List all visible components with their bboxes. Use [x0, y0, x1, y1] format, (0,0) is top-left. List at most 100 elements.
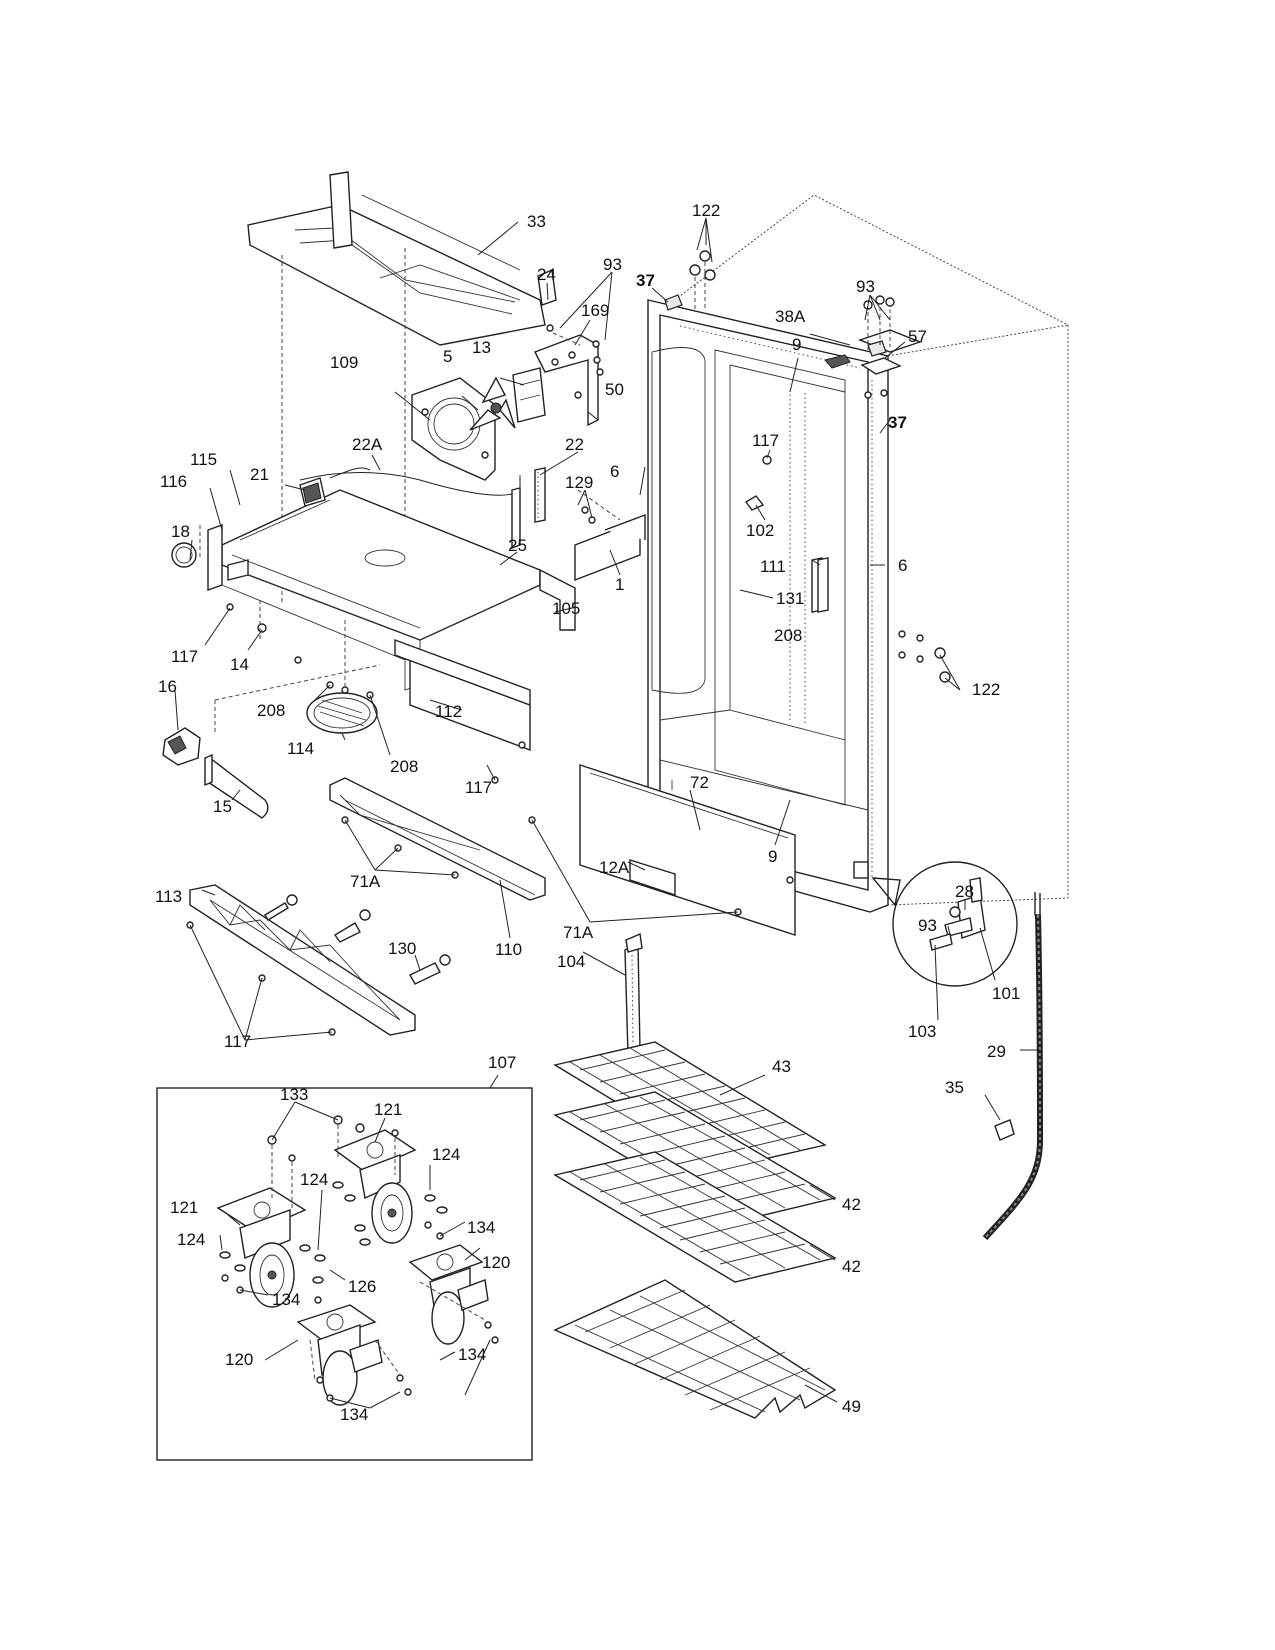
- label-121-left: 121: [170, 1198, 198, 1217]
- label-21: 21: [250, 465, 269, 484]
- label-14: 14: [230, 655, 249, 674]
- label-15: 15: [213, 797, 232, 816]
- label-134-right: 134: [467, 1218, 495, 1237]
- label-134-lower-right: 134: [458, 1345, 486, 1364]
- label-22A: 22A: [352, 435, 383, 454]
- label-9-lower: 9: [768, 847, 777, 866]
- label-93: 93: [603, 255, 622, 274]
- label-104: 104: [557, 952, 585, 971]
- label-57: 57: [908, 327, 927, 346]
- label-1: 1: [615, 575, 624, 594]
- label-113: 113: [155, 887, 182, 906]
- label-120-right: 120: [482, 1253, 510, 1272]
- front-panel-72: [528, 764, 796, 936]
- label-5: 5: [443, 347, 452, 366]
- label-105: 105: [552, 599, 580, 618]
- label-117-panel: 117: [465, 778, 492, 797]
- label-49: 49: [842, 1397, 861, 1416]
- label-38A: 38A: [775, 307, 806, 326]
- label-109: 109: [330, 353, 358, 372]
- label-33: 33: [527, 212, 546, 231]
- caster-hardware: [219, 1115, 499, 1402]
- interior-small-parts: [744, 455, 829, 613]
- fan-blade: [469, 376, 516, 431]
- label-208-grille: 208: [390, 757, 418, 776]
- fan-motor: [512, 367, 546, 423]
- power-cord: [982, 914, 1044, 1241]
- caster-121-left: [216, 1187, 307, 1308]
- label-42-upper: 42: [842, 1195, 861, 1214]
- label-50: 50: [605, 380, 624, 399]
- fan-shroud: [411, 377, 496, 481]
- screws-122-top: [689, 250, 716, 310]
- label-93-hinge: 93: [856, 277, 875, 296]
- label-103: 103: [908, 1022, 936, 1041]
- label-134-left: 134: [272, 1290, 300, 1309]
- lower-panel: [394, 638, 531, 752]
- label-110: 110: [495, 940, 522, 959]
- thermostat-104: [624, 932, 643, 1057]
- hinge-detail-inset: [871, 861, 1018, 987]
- top-cover: [247, 171, 557, 346]
- shelf-42-lower: [553, 1151, 837, 1283]
- label-112: 112: [435, 702, 462, 721]
- label-133: 133: [280, 1085, 308, 1104]
- ring-18: [171, 542, 197, 568]
- label-37-lower: 37: [888, 413, 907, 432]
- label-24: 24: [537, 265, 556, 284]
- motor-bracket: [534, 334, 599, 427]
- label-122-side: 122: [972, 680, 1000, 699]
- label-115: 115: [190, 450, 217, 469]
- light-bulb: [204, 753, 269, 819]
- screws-122-side: [898, 630, 951, 683]
- label-130: 130: [388, 939, 416, 958]
- caster-120-right: [408, 1244, 489, 1345]
- label-117-base: 117: [224, 1032, 251, 1051]
- label-122: 122: [692, 201, 720, 220]
- label-129: 129: [565, 473, 593, 492]
- label-126: 126: [348, 1277, 376, 1296]
- label-134-bottom: 134: [340, 1405, 368, 1424]
- label-114: 114: [287, 739, 314, 758]
- label-107: 107: [488, 1053, 516, 1072]
- label-131: 131: [776, 589, 804, 608]
- label-124-mid: 124: [300, 1170, 328, 1189]
- grille-114: [306, 692, 378, 734]
- label-116: 116: [160, 472, 187, 491]
- light-socket: [162, 727, 201, 766]
- label-72: 72: [690, 773, 709, 792]
- label-25: 25: [508, 536, 527, 555]
- label-117-interior: 117: [752, 431, 779, 450]
- part-labels: 33 122 24 93 37 169 13 5 109 50 93 38A 5…: [155, 201, 1020, 1424]
- label-169: 169: [581, 301, 609, 320]
- label-124-left: 124: [177, 1230, 205, 1249]
- label-43: 43: [772, 1057, 791, 1076]
- label-6: 6: [610, 462, 619, 481]
- label-35: 35: [945, 1078, 964, 1097]
- caster-kit-box: [156, 1087, 533, 1461]
- label-13: 13: [472, 338, 491, 357]
- label-42-lower: 42: [842, 1257, 861, 1276]
- kick-plate-110: [329, 777, 546, 901]
- label-18: 18: [171, 522, 190, 541]
- label-102: 102: [746, 521, 774, 540]
- caster-121-right: [333, 1129, 417, 1244]
- label-9: 9: [792, 335, 801, 354]
- screws-fan: [546, 324, 604, 376]
- label-121-right: 121: [374, 1100, 402, 1119]
- evap-cover: [207, 477, 576, 691]
- wire-harness: [299, 467, 546, 550]
- label-93-inset: 93: [918, 916, 937, 935]
- label-208-left: 208: [257, 701, 285, 720]
- label-12A: 12A: [599, 858, 630, 877]
- label-124-right: 124: [432, 1145, 460, 1164]
- base-113: [186, 884, 451, 1036]
- label-120-left: 120: [225, 1350, 253, 1369]
- cord-clamp: [994, 1119, 1015, 1141]
- label-16: 16: [158, 677, 177, 696]
- leader-lines: [174, 217, 1040, 1409]
- label-208-interior: 208: [774, 626, 802, 645]
- label-101: 101: [992, 984, 1020, 1003]
- cabinet: [647, 194, 1069, 916]
- label-6-right: 6: [898, 556, 907, 575]
